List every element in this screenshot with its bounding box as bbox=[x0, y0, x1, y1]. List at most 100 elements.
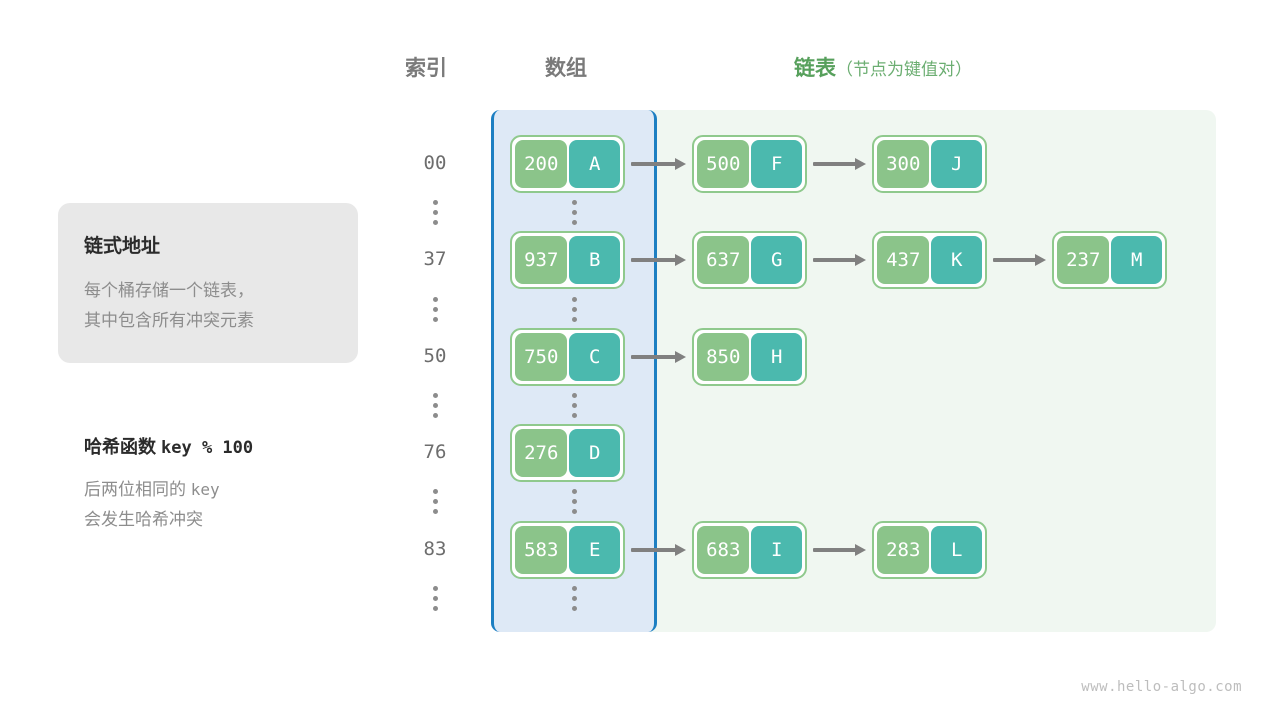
node-key: 437 bbox=[877, 236, 930, 284]
node-value: G bbox=[751, 236, 802, 284]
chain-arrow bbox=[631, 351, 686, 363]
index-column-ellipsis bbox=[425, 586, 445, 611]
node-value: K bbox=[931, 236, 982, 284]
info-card-line-2: 其中包含所有冲突元素 bbox=[84, 311, 254, 330]
node-key: 850 bbox=[697, 333, 750, 381]
node-value: L bbox=[931, 526, 982, 574]
ellipsis-dot bbox=[571, 200, 577, 205]
array-column-ellipsis bbox=[564, 297, 584, 322]
column-header-index: 索引 bbox=[405, 57, 447, 80]
ellipsis-dot bbox=[571, 586, 577, 591]
hash-function-expression: key % 100 bbox=[161, 438, 254, 458]
ellipsis-dot bbox=[432, 413, 438, 418]
info-card-line-1: 每个桶存储一个链表， bbox=[84, 281, 254, 300]
info-card-chaining: 链式地址 每个桶存储一个链表， 其中包含所有冲突元素 bbox=[58, 203, 358, 363]
column-header-linked-list-sub: （节点为键值对） bbox=[836, 60, 972, 79]
bucket-index-label: 83 bbox=[423, 538, 447, 560]
node-key: 300 bbox=[877, 140, 930, 188]
array-column-ellipsis bbox=[564, 586, 584, 611]
chain-arrow bbox=[631, 254, 686, 266]
hash-note-line-1-text: 后两位相同的 bbox=[84, 480, 186, 499]
node-key: 500 bbox=[697, 140, 750, 188]
chain-arrow bbox=[631, 158, 686, 170]
ellipsis-dot bbox=[432, 403, 438, 408]
hash-note-line-1: 后两位相同的 key bbox=[84, 475, 384, 505]
bucket-index-label: 76 bbox=[423, 441, 447, 463]
node-key: 283 bbox=[877, 526, 930, 574]
ellipsis-dot bbox=[432, 499, 438, 504]
ellipsis-dot bbox=[432, 509, 438, 514]
bucket-index-label: 00 bbox=[423, 152, 447, 174]
bucket-index-label: 37 bbox=[423, 248, 447, 270]
node-value: I bbox=[751, 526, 802, 574]
ellipsis-dot bbox=[571, 317, 577, 322]
array-column-ellipsis bbox=[564, 393, 584, 418]
arrow-shaft bbox=[993, 258, 1037, 262]
arrow-shaft bbox=[813, 548, 857, 552]
chain-arrow bbox=[813, 544, 866, 556]
ellipsis-dot bbox=[571, 210, 577, 215]
ellipsis-dot bbox=[432, 317, 438, 322]
ellipsis-dot bbox=[432, 297, 438, 302]
ellipsis-dot bbox=[432, 307, 438, 312]
node-value: D bbox=[569, 429, 620, 477]
node-value: E bbox=[569, 526, 620, 574]
ellipsis-dot bbox=[571, 307, 577, 312]
ellipsis-dot bbox=[432, 596, 438, 601]
hash-function-note: 哈希函数 key % 100 后两位相同的 key 会发生哈希冲突 bbox=[84, 433, 384, 535]
hash-note-line-2: 会发生哈希冲突 bbox=[84, 510, 203, 529]
node-value: H bbox=[751, 333, 802, 381]
column-header-linked-list: 链表（节点为键值对） bbox=[794, 52, 972, 82]
arrow-shaft bbox=[631, 548, 677, 552]
chain-arrow bbox=[813, 158, 866, 170]
ellipsis-dot bbox=[571, 297, 577, 302]
column-header-array: 数组 bbox=[545, 57, 587, 80]
arrow-head bbox=[1035, 254, 1046, 266]
ellipsis-dot bbox=[432, 393, 438, 398]
node-value: F bbox=[751, 140, 802, 188]
node-key: 276 bbox=[515, 429, 568, 477]
node-key: 937 bbox=[515, 236, 568, 284]
arrow-head bbox=[675, 544, 686, 556]
index-column-ellipsis bbox=[425, 489, 445, 514]
ellipsis-dot bbox=[571, 606, 577, 611]
hash-function-label: 哈希函数 bbox=[84, 437, 156, 457]
arrow-head bbox=[855, 254, 866, 266]
node-key: 583 bbox=[515, 526, 568, 574]
arrow-shaft bbox=[631, 162, 677, 166]
index-column-ellipsis bbox=[425, 200, 445, 225]
index-column-ellipsis bbox=[425, 297, 445, 322]
arrow-head bbox=[675, 158, 686, 170]
array-column-ellipsis bbox=[564, 200, 584, 225]
chain-arrow bbox=[813, 254, 866, 266]
arrow-head bbox=[855, 158, 866, 170]
ellipsis-dot bbox=[571, 403, 577, 408]
watermark: www.hello-algo.com bbox=[1081, 679, 1242, 695]
node-value: C bbox=[569, 333, 620, 381]
node-value: B bbox=[569, 236, 620, 284]
column-header-linked-list-main: 链表 bbox=[794, 57, 836, 80]
arrow-head bbox=[675, 351, 686, 363]
bucket-index-label: 50 bbox=[423, 345, 447, 367]
arrow-shaft bbox=[631, 355, 677, 359]
ellipsis-dot bbox=[571, 499, 577, 504]
arrow-head bbox=[855, 544, 866, 556]
arrow-shaft bbox=[813, 258, 857, 262]
node-key: 683 bbox=[697, 526, 750, 574]
arrow-shaft bbox=[813, 162, 857, 166]
ellipsis-dot bbox=[432, 220, 438, 225]
node-value: J bbox=[931, 140, 982, 188]
chain-arrow bbox=[993, 254, 1046, 266]
ellipsis-dot bbox=[432, 489, 438, 494]
